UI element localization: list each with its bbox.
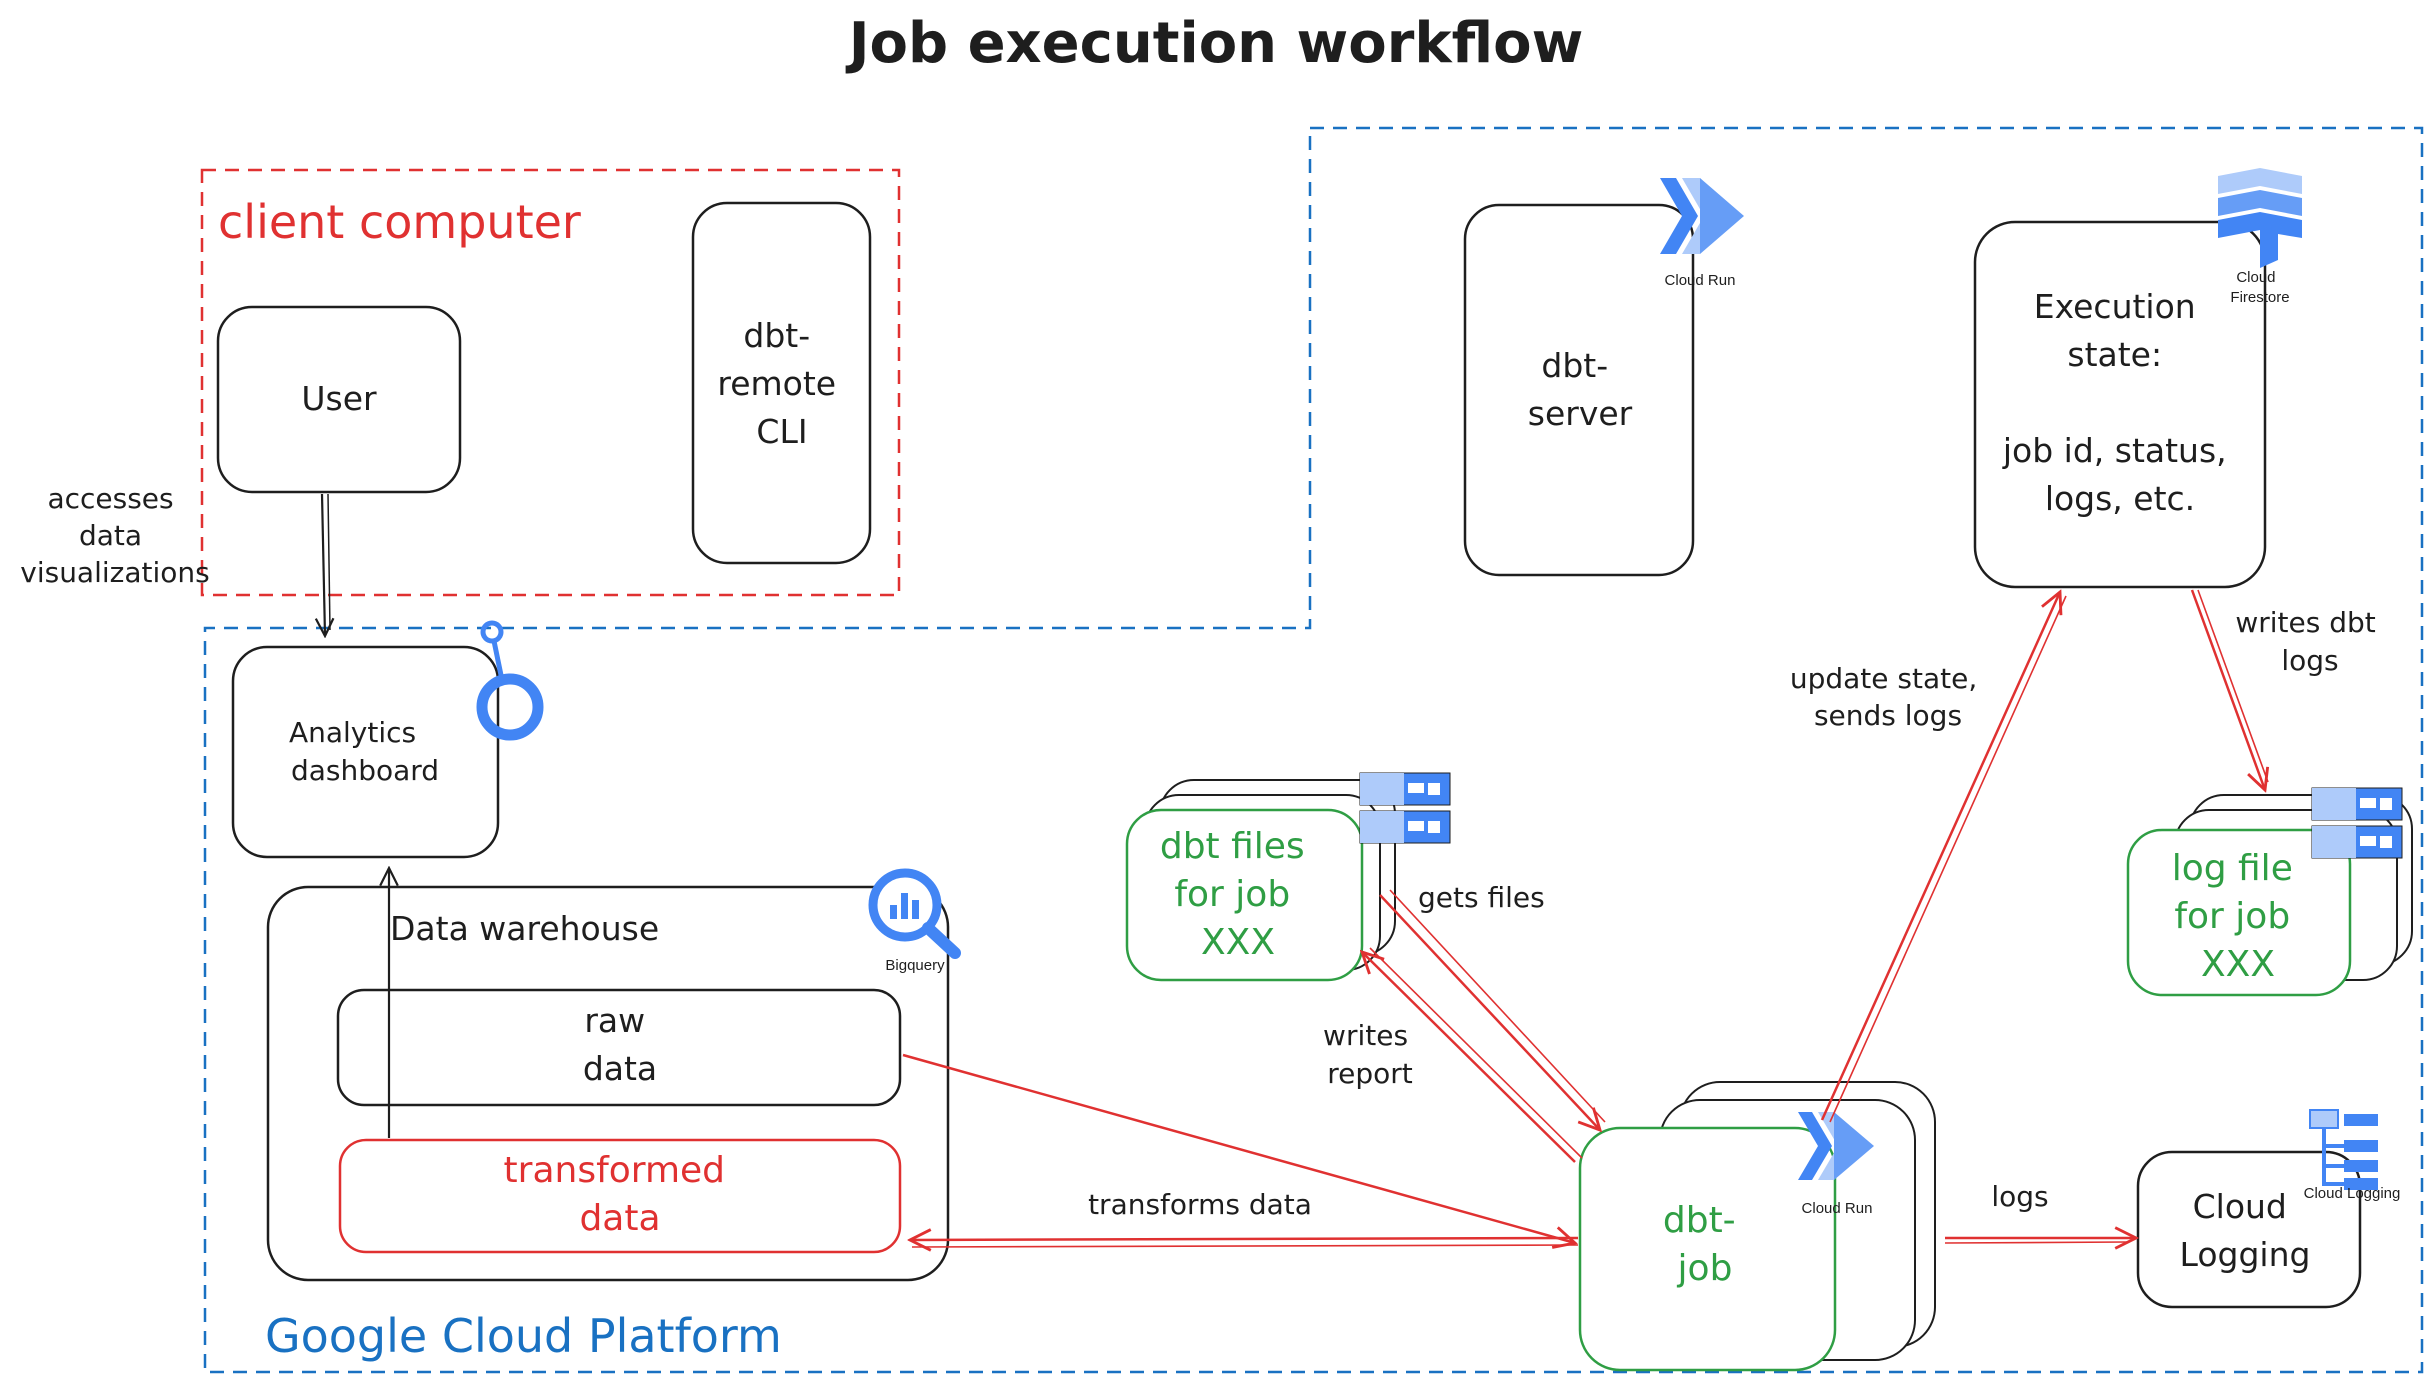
arrow-job-to-state-sketch [1829,595,2067,1123]
dbt-files-line-2: for job [1174,874,1290,915]
dbt-files-label: dbt files for job XXX [1160,826,1316,963]
raw-data-label: raw data [583,1001,657,1088]
state-line-5: logs, etc. [2045,479,2195,518]
cloud-run-server-icon-label: Cloud Run [1665,272,1736,289]
arrow-job-to-transformed-sketch [911,1244,1579,1248]
transformed-line-2: data [579,1198,660,1239]
arrow-job-to-files [1362,952,1576,1163]
label-accesses-data: accesses data visualizations [20,482,209,589]
cli-line-1: dbt- [743,316,810,355]
arrow-files-to-job [1379,894,1600,1130]
dbt-job-node[interactable] [1578,1126,1837,1372]
log-file-line-1: log file [2172,848,2293,889]
data-warehouse-label: Data warehouse [390,909,659,948]
label-update-state: update state, sends logs [1790,662,1986,732]
analytics-line-2: dashboard [291,754,439,787]
firestore-icon [2218,168,2302,268]
dbt-server-node[interactable] [1463,203,1695,577]
client-region-label: client computer [218,195,581,249]
dbt-files-line-3: XXX [1201,922,1275,963]
cloud-logging-line-2: Logging [2180,1235,2311,1274]
writes-logs-line-2: logs [2281,644,2338,677]
label-writes-dbt-logs: writes dbt logs [2235,606,2384,677]
cloud-logging-icon [2309,1109,2378,1190]
update-line-2: sends logs [1814,699,1962,732]
looker-icon [476,620,544,741]
client-region [200,168,901,597]
update-line-1: update state, [1790,662,1977,695]
cloud-run-job-icon [1798,1112,1874,1180]
cloud-storage-icon [1359,772,1451,844]
log-file-node[interactable] [2126,828,2352,997]
execution-state-node[interactable] [1973,220,2267,589]
arrow-user-to-dashboard-sketch [327,493,331,631]
raw-line-1: raw [584,1001,645,1040]
accesses-line-2: data [79,519,142,552]
cloud-run-icon [1660,178,1744,254]
analytics-dashboard-label: Analytics dashboard [289,716,439,787]
cloud-run-job-icon-label: Cloud Run [1802,1200,1873,1217]
cli-line-2: remote [717,364,836,403]
arrow-job-to-logging-sketch [1944,1241,2129,1244]
analytics-line-1: Analytics [289,716,416,749]
label-logs: logs [1991,1180,2048,1213]
dbt-job-line-2: job [1677,1248,1733,1289]
arrow-raw-to-job [902,1053,1575,1243]
dbt-files-node[interactable] [1125,808,1364,982]
execution-state-label: Execution state: job id, status, logs, e… [2002,287,2237,518]
firestore-icon-label: Cloud Firestore [2230,269,2289,306]
cloud-logging-label: Cloud Logging [2180,1187,2311,1274]
writes-report-line-1: writes [1323,1019,1408,1052]
cloud-logging-node[interactable] [2136,1150,2362,1309]
label-writes-report: writes report [1323,1019,1417,1090]
raw-line-2: data [583,1049,657,1088]
writes-logs-line-1: writes dbt [2235,606,2375,639]
bigquery-icon [868,868,961,959]
server-line-2: server [1528,394,1633,433]
arrow-user-to-dashboard [322,493,325,636]
arrow-state-to-logfile-sketch [2197,589,2269,783]
cli-line-3: CLI [756,412,807,451]
accesses-line-1: accesses [47,482,173,515]
label-gets-files: gets files [1418,881,1545,914]
raw-data-node[interactable] [336,988,902,1107]
arrow-job-to-state [1820,592,2060,1121]
log-storage-icon [2311,787,2403,859]
dbt-remote-cli-label: dbt- remote CLI [717,316,846,451]
transformed-data-node[interactable] [338,1138,902,1254]
dbt-files-line-1: dbt files [1160,826,1305,867]
state-line-4: job id, status, [2002,431,2227,470]
diagram-title: Job execution workflow [845,11,1584,76]
dbt-job-label: dbt- job [1663,1200,1747,1289]
log-file-line-2: for job [2174,896,2290,937]
transformed-data-label: transformed data [504,1150,737,1239]
firestore-label-1: Cloud [2236,269,2275,286]
gcp-region [203,126,2424,1374]
log-file-label: log file for job XXX [2172,848,2305,985]
arrow-state-to-logfile [2190,589,2265,790]
transformed-line-1: transformed [504,1150,725,1191]
gcp-region-label: Google Cloud Platform [265,1309,782,1363]
dbt-remote-cli-node[interactable] [691,201,872,565]
arrow-files-to-job-sketch [1389,889,1606,1123]
bigquery-icon-label: Bigquery [885,957,945,974]
server-line-1: dbt- [1541,346,1608,385]
log-file-line-3: XXX [2201,944,2275,985]
state-line-2: state: [2067,335,2162,374]
dbt-server-label: dbt- server [1528,346,1633,433]
label-transforms-data: transforms data [1088,1188,1312,1221]
cloud-logging-icon-label: Cloud Logging [2304,1185,2401,1202]
analytics-dashboard-node[interactable] [231,645,500,859]
dbt-job-line-1: dbt- [1663,1200,1736,1241]
user-label: User [301,379,377,418]
state-line-1: Execution [2034,287,2196,326]
user-node[interactable] [216,305,462,494]
firestore-label-2: Firestore [2230,289,2289,306]
cloud-logging-line-1: Cloud [2193,1187,2287,1226]
accesses-line-3: visualizations [20,556,209,589]
arrow-job-to-files-sketch [1369,947,1583,1159]
writes-report-line-2: report [1327,1057,1413,1090]
arrow-job-to-transformed [910,1238,1579,1240]
